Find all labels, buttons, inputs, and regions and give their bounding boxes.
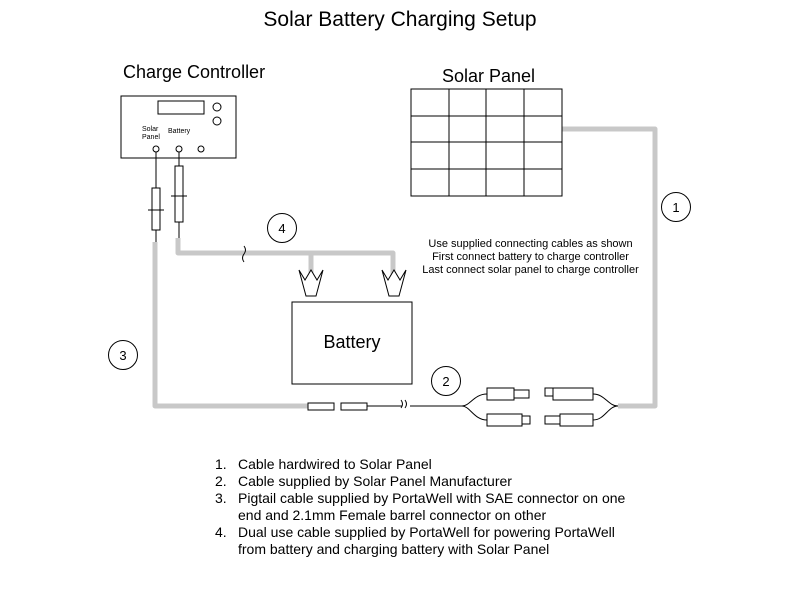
note-item: 2. Cable supplied by Solar Panel Manufact… (215, 473, 635, 490)
cables (152, 126, 658, 409)
note-text: Pigtail cable supplied by PortaWell with… (238, 490, 626, 523)
load-terminal (197, 145, 205, 153)
instructions: Use supplied connecting cables as shown … (408, 238, 653, 277)
note-text: Cable supplied by Solar Panel Manufactur… (238, 473, 512, 489)
note-number: 1. (215, 456, 227, 472)
battery-clips (298, 269, 407, 297)
callout-1: 1 (661, 192, 691, 222)
note-text: Cable hardwired to Solar Panel (238, 456, 432, 472)
note-item: 1. Cable hardwired to Solar Panel (215, 456, 635, 473)
charge-controller-label: Charge Controller (123, 62, 266, 82)
clip-left (298, 269, 324, 297)
note-number: 4. (215, 524, 227, 540)
controller-button-bottom (212, 116, 222, 126)
note-item: 3. Pigtail cable supplied by PortaWell wi… (215, 490, 635, 524)
controller-battery-label: Battery (168, 128, 191, 135)
battery-box (291, 301, 413, 385)
controller-solar-panel-label: Solar Panel (142, 126, 160, 141)
cable-1 (562, 126, 658, 409)
callout-2: 2 (431, 366, 461, 396)
note-number: 2. (215, 473, 227, 489)
note-text: Dual use cable supplied by PortaWell for… (238, 524, 615, 557)
charge-controller (120, 95, 237, 159)
cable-3-connector (307, 402, 402, 411)
callout-3: 3 (108, 340, 138, 370)
solar-panel (410, 88, 563, 197)
cable-break-marks (242, 245, 407, 409)
controller-leads (148, 152, 187, 242)
cable-2 (410, 387, 619, 427)
note-number: 3. (215, 490, 227, 506)
instruction-line: Use supplied connecting cables as shown (428, 238, 633, 250)
callout-4: 4 (267, 213, 297, 243)
instruction-line: Last connect solar panel to charge contr… (422, 264, 639, 276)
instruction-line: First connect battery to charge controll… (432, 251, 629, 263)
controller-button-top (212, 102, 222, 112)
clip-right (381, 269, 407, 297)
cable-4 (175, 238, 396, 295)
battery-label: Battery (323, 332, 381, 352)
note-item: 4. Dual use cable supplied by PortaWell f… (215, 524, 635, 558)
cable-3 (152, 242, 308, 409)
notes-list: 1. Cable hardwired to Solar Panel 2. Cable… (215, 456, 635, 558)
page-title: Solar Battery Charging Setup (263, 8, 537, 31)
solar-panel-label: Solar Panel (442, 66, 536, 86)
controller-display (157, 100, 205, 115)
